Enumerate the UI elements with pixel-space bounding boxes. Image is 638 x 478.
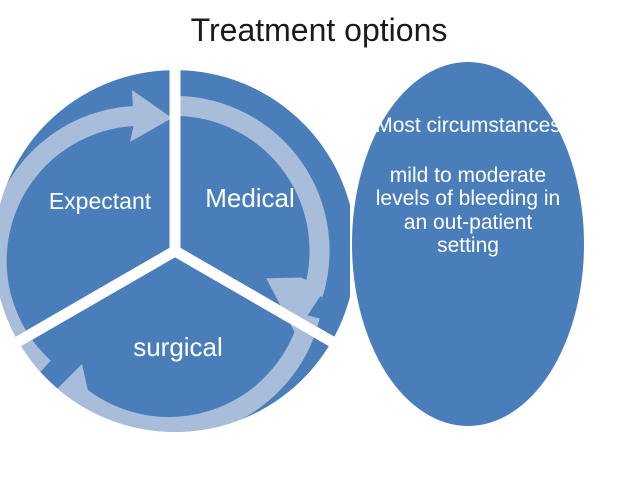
cycle-arrow-ring xyxy=(0,90,330,434)
cycle-segment-label-expectant[interactable]: Expectant xyxy=(48,188,152,214)
info-ellipse-shape[interactable]: Most circumstances mild to moderate leve… xyxy=(352,62,584,426)
cycle-segment-label-medical[interactable]: Medical xyxy=(205,183,295,213)
cycle-segment-label-surgical[interactable]: surgical xyxy=(133,332,223,362)
page-title: Treatment options xyxy=(190,12,448,48)
arrow-top-icon xyxy=(0,90,172,376)
arrow-bottom-left-icon xyxy=(46,313,320,434)
cycle-segments xyxy=(0,70,350,432)
info-ellipse-heading: Most circumstances xyxy=(375,114,561,137)
info-ellipse-body: mild to moderate levels of bleeding in a… xyxy=(375,163,561,258)
arrow-right-icon xyxy=(179,96,330,334)
cycle-diagram xyxy=(0,68,350,434)
info-ellipse-text: Most circumstances mild to moderate leve… xyxy=(370,114,566,258)
info-ellipse-spacer xyxy=(370,138,566,164)
cycle-disc[interactable] xyxy=(0,70,350,432)
